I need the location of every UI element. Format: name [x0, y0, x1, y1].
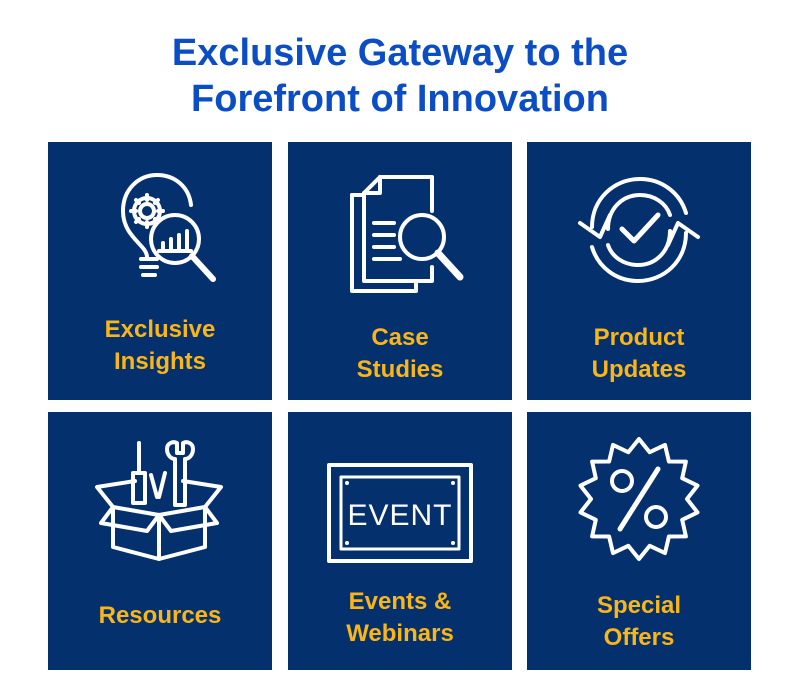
lightbulb-gear-analytics-icon [48, 160, 272, 300]
event-sign-icon: EVENT [288, 458, 512, 568]
tile-special-offers[interactable]: Special Offers [527, 412, 751, 670]
tile-label: Exclusive Insights [104, 316, 216, 375]
percent-badge-icon [527, 430, 751, 570]
tile-label: Special Offers [596, 592, 682, 651]
tile-case-studies[interactable]: Case Studies [288, 142, 512, 400]
toolbox-icon [48, 430, 272, 570]
tile-label: Events & Webinars [346, 588, 454, 647]
title-line-2: Forefront of Innovation [191, 78, 609, 120]
tile-label: Case Studies [356, 324, 444, 383]
event-sign-text: EVENT [347, 499, 452, 532]
tile-label: Product Updates [591, 324, 687, 383]
tile-exclusive-insights[interactable]: Exclusive Insights [48, 142, 272, 400]
tile-product-updates[interactable]: Product Updates [527, 142, 751, 400]
tile-events-webinars[interactable]: EVENT Events & Webinars [288, 412, 512, 670]
title-line-1: Exclusive Gateway to the [171, 32, 629, 74]
page-title: Exclusive Gateway to the Forefront of In… [0, 30, 800, 122]
tile-resources[interactable]: Resources [48, 412, 272, 670]
documents-magnifier-icon [288, 160, 512, 300]
tile-label: Resources [98, 602, 222, 629]
refresh-check-icon [527, 160, 751, 300]
